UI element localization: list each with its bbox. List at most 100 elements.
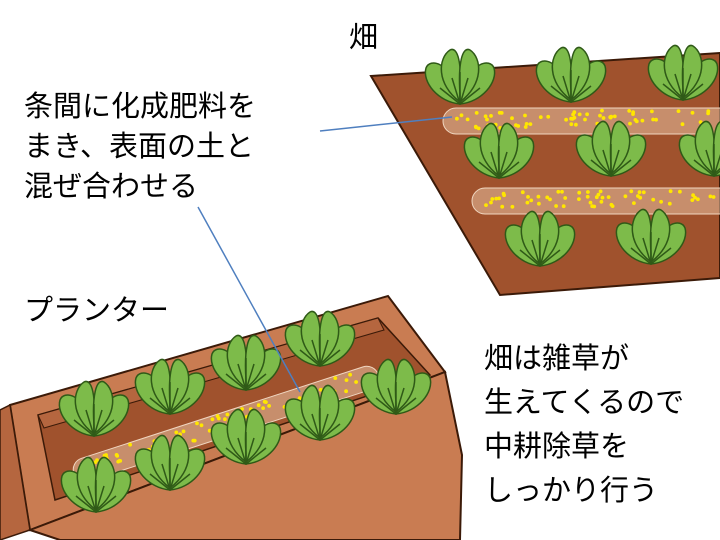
fertilizer-granule (574, 122, 578, 127)
fertilizer-granule (667, 201, 672, 206)
fertilizer-granule (545, 195, 550, 200)
fertilizer-granule (585, 194, 590, 199)
fertilizer-granule (524, 122, 529, 126)
fertilizer-granule (651, 197, 656, 202)
fertilizer-granule (523, 113, 527, 118)
fertilizer-granule (588, 200, 593, 205)
fertilizer-granule (628, 121, 632, 126)
fertilizer-granule (502, 193, 506, 198)
fertilizer-granule (659, 199, 663, 204)
fertilizer-granule (636, 194, 640, 198)
fertilizer-granule (318, 387, 323, 392)
fertilizer-granule (174, 430, 179, 435)
fertilizer-granule (497, 196, 501, 201)
fertilizer-granule (514, 123, 518, 127)
fertilizer-granule (354, 380, 358, 384)
fertilizer-granule (577, 190, 582, 195)
fertilizer-granule (526, 195, 530, 199)
fertilizer-granule (637, 190, 642, 195)
fertilizer-granule (601, 116, 606, 120)
fertilizer-granule (563, 196, 568, 200)
fertilizer-granule (344, 378, 349, 382)
fertilizer-granule (536, 194, 541, 199)
fertilizer-granule (497, 110, 502, 115)
fertilizer-granule (520, 190, 525, 195)
fertilizer-granule (500, 204, 505, 209)
fertilizer-granule (95, 458, 99, 462)
fertilizer-granule (333, 376, 338, 380)
fertilizer-granule (483, 114, 488, 119)
fertilizer-granule (623, 194, 628, 199)
fertilizer-granule (223, 417, 227, 422)
weeding-note-line: 畑は雑草が (484, 341, 630, 375)
fertilizer-granule (561, 204, 566, 209)
fertilizer-granule (711, 195, 716, 199)
fertilizer-granule (577, 197, 581, 202)
planter-box (0, 294, 464, 540)
fertilizer-granule (598, 113, 602, 118)
fertilizer-granule (546, 114, 551, 119)
field-label: 畑 (349, 20, 379, 54)
fertilizer-granule (634, 119, 639, 124)
fertilizer-granule (489, 114, 493, 118)
fertilizer-granule (678, 189, 682, 194)
fertilizer-granule (690, 110, 695, 115)
fertilizer-granule (199, 423, 204, 428)
fertilizer-granule (267, 404, 271, 408)
fertilizer-granule (608, 115, 613, 120)
fertilizer-note-line: 条間に化成肥料を (24, 89, 257, 123)
fertilizer-granule (706, 111, 710, 116)
fertilizer-granule (117, 458, 122, 463)
fertilizer-granule (668, 189, 673, 194)
fertilizer-granule (612, 114, 617, 119)
fertilizer-granule (510, 116, 514, 121)
fertilizer-granule (654, 117, 658, 122)
fertilizer-granule (631, 112, 635, 116)
fertilizer-granule (348, 372, 352, 377)
fertilizer-granule (102, 453, 107, 458)
fertilizer-granule (494, 196, 499, 201)
fertilizer-granule (490, 197, 495, 201)
fertilizer-granule (599, 199, 604, 204)
fertilizer-granule (525, 200, 530, 205)
fertilizer-granule (114, 453, 119, 457)
fertilizer-granule (708, 194, 713, 199)
pointer-line-field (319, 116, 453, 132)
fertilizer-granule (641, 190, 646, 195)
fertilizer-granule (261, 406, 265, 410)
fertilizer-granule (554, 204, 558, 208)
fertilizer-granule (476, 126, 481, 131)
fertilizer-granule (484, 203, 488, 208)
fertilizer-granule (256, 403, 261, 408)
fertilizer-granule (600, 108, 604, 113)
fertilizer-granule (538, 115, 543, 119)
fertilizer-granule (537, 201, 541, 206)
fertilizer-granule (195, 421, 199, 426)
fertilizer-granule (632, 201, 636, 206)
fertilizer-granule (485, 117, 489, 122)
fertilizer-granule (510, 204, 515, 209)
fertilizer-granule (128, 442, 133, 447)
fertilizer-granule (600, 195, 605, 200)
fertilizer-granule (610, 204, 615, 209)
weeding-note: 畑は雑草が 生えてくるので 中耕除草を しっかり行う (484, 336, 684, 512)
weeding-note-line: 生えてくるので (484, 385, 685, 419)
fertilizer-note-line: 混ぜ合わせる (24, 169, 199, 203)
fertilizer-granule (627, 109, 632, 113)
fertilizer-granule (560, 189, 564, 194)
fertilizer-granule (583, 117, 587, 122)
fertilizer-granule (651, 117, 655, 122)
fertilizer-granule (640, 118, 645, 123)
fertilizer-granule (528, 122, 533, 126)
fertilizer-granule (585, 112, 589, 117)
fertilizer-granule (191, 438, 196, 443)
fertilizer-granule (606, 195, 611, 200)
weeding-note-line: しっかり行う (484, 473, 659, 507)
fertilizer-note-line: まき、表面の土と (24, 129, 254, 163)
fertilizer-granule (523, 125, 528, 129)
fertilizer-granule (572, 110, 577, 115)
fertilizer-granule (693, 195, 697, 200)
fertilizer-granules-icon (455, 108, 716, 209)
fertilizer-granule (569, 122, 574, 127)
